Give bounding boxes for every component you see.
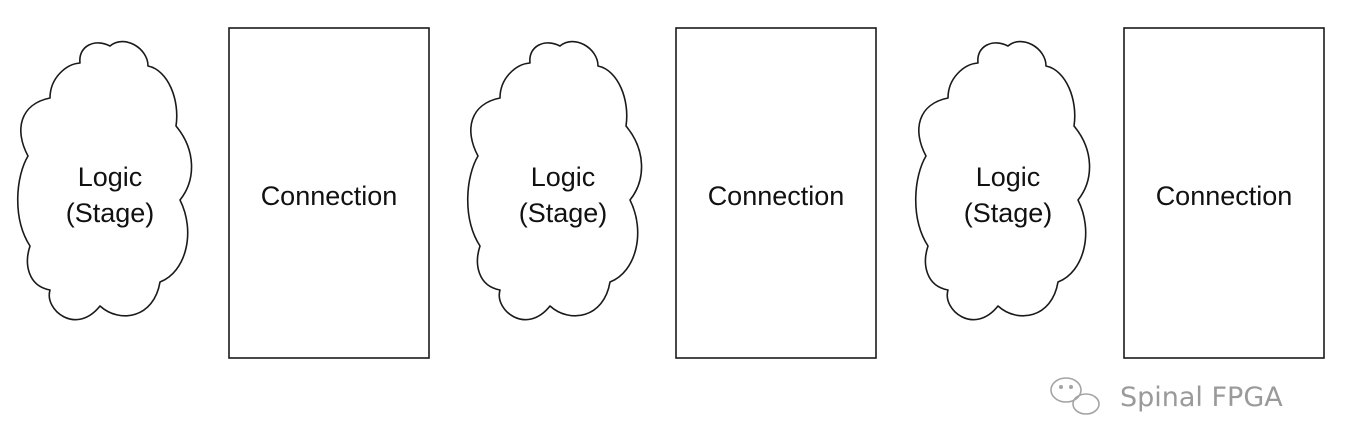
connection-label: Connection <box>261 181 398 211</box>
logic-label-line1: Logic <box>78 162 143 192</box>
logic-label-line1: Logic <box>976 162 1041 192</box>
wechat-icon <box>1050 377 1100 415</box>
connection-box-3 <box>1123 27 1325 359</box>
watermark: Spinal FPGA <box>1050 377 1283 415</box>
connection-box-1 <box>228 27 430 359</box>
connection-box-2 <box>675 27 877 359</box>
stage-group-3: Logic (Stage) Connection <box>914 27 1325 359</box>
logic-label-line2: (Stage) <box>964 198 1053 228</box>
connection-label: Connection <box>1156 181 1293 211</box>
logic-label-line2: (Stage) <box>519 198 608 228</box>
connection-label: Connection <box>708 181 845 211</box>
logic-label-line1: Logic <box>531 162 596 192</box>
stage-group-1: Logic (Stage) Connection <box>16 27 430 359</box>
stage-group-2: Logic (Stage) Connection <box>466 27 877 359</box>
watermark-text: Spinal FPGA <box>1120 382 1283 413</box>
logic-label-line2: (Stage) <box>66 198 155 228</box>
